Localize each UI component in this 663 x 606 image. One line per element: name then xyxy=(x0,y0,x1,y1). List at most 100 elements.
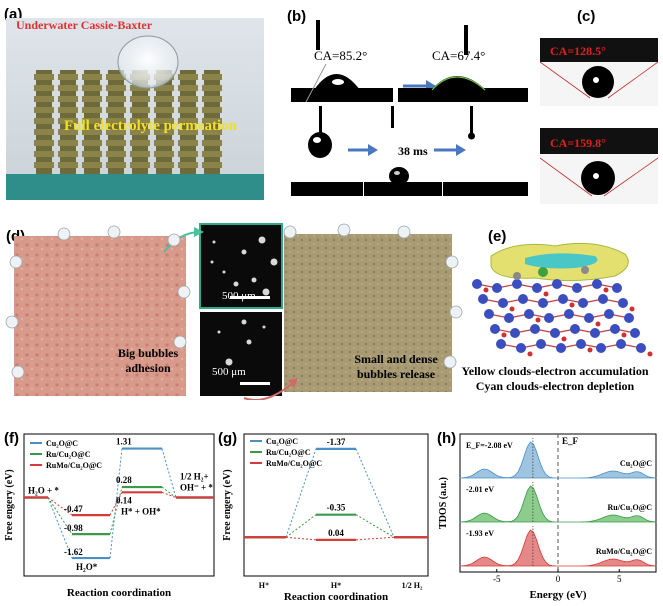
o-atom xyxy=(647,351,653,357)
nanorod-scale xyxy=(202,85,222,91)
cu-atom xyxy=(538,298,548,308)
sem-bubble xyxy=(270,258,278,266)
nanorod-scale xyxy=(130,107,150,113)
nanorod-scale xyxy=(154,85,174,91)
transition-line xyxy=(109,492,123,516)
legend-entry: Ru/Cu₂O@C xyxy=(266,448,311,457)
cu-atom xyxy=(572,283,582,293)
o-atom xyxy=(595,321,601,327)
nanorod-scale xyxy=(154,151,174,157)
contact-angle-1: CA=85.2° xyxy=(314,48,368,63)
nanorod-scale xyxy=(202,162,222,168)
state-label: OH⁻ + * xyxy=(180,483,213,493)
sem-bubble xyxy=(258,236,266,244)
nanorod-scale xyxy=(130,96,150,102)
x-tick-label: 5 xyxy=(617,574,622,584)
energy-value-label: -0.98 xyxy=(64,523,83,533)
sem-bubble xyxy=(212,240,216,244)
x-tick-label: 1/2 H₂ xyxy=(402,581,423,590)
cu-atom xyxy=(490,324,500,334)
bubble xyxy=(57,227,71,241)
nanorod-scale xyxy=(58,118,78,124)
cu-atom xyxy=(510,328,520,338)
panel-label-g: (g) xyxy=(218,430,238,447)
contact-angle-4: CA=159.8° xyxy=(550,136,606,150)
nanorod-scale xyxy=(82,151,102,157)
cu-atom xyxy=(590,328,600,338)
nanorod-scale xyxy=(34,140,54,146)
atom-lattice xyxy=(472,266,653,357)
d-band-center-label: -1.93 eV xyxy=(466,529,494,538)
d-band-center-label: -2.01 eV xyxy=(466,485,494,494)
o-atom xyxy=(483,287,489,293)
panel-c-contact-angle-images xyxy=(539,38,659,204)
y-axis-label: Free engery (eV) xyxy=(222,469,233,540)
cu-atom xyxy=(592,279,602,289)
nanorod-scale xyxy=(82,74,102,80)
bubble xyxy=(443,355,457,369)
panel-a: Underwater Cassie-Baxter Full electrolyt… xyxy=(6,18,264,200)
nanorod-scale xyxy=(82,162,102,168)
energy-value-label: -0.47 xyxy=(64,504,83,514)
series-label: Ru/Cu₂O@C xyxy=(607,503,652,512)
bubble xyxy=(449,305,463,319)
big-bubbles-caption: Big bubbles adhesion xyxy=(106,346,190,376)
energy-value-label: 1.31 xyxy=(116,437,132,447)
series-label: RuMo/Cu₂O@C xyxy=(596,547,652,556)
energy-value-label: 0.28 xyxy=(116,475,132,485)
o-atom xyxy=(509,306,515,312)
scale-bar-bottom: 500 μm xyxy=(212,366,246,378)
cu-atom xyxy=(618,298,628,308)
x-tick-label: H* xyxy=(331,581,341,590)
sem-bubble xyxy=(262,288,270,296)
nanorod-scale xyxy=(202,151,222,157)
nanorod-scale xyxy=(58,151,78,157)
o-atom xyxy=(587,347,593,353)
plot-frame xyxy=(243,433,429,577)
nanorod-scale xyxy=(58,74,78,80)
nanorod-scale xyxy=(34,129,54,135)
nanorod-scale xyxy=(106,140,126,146)
legend-entry: RuMo/Cu₂O@C xyxy=(266,459,322,468)
cu-atom xyxy=(604,309,614,319)
nanorod-scale xyxy=(82,85,102,91)
cu-atom xyxy=(484,309,494,319)
x-tick-label: 0 xyxy=(556,574,561,584)
nanorod-scale xyxy=(154,162,174,168)
nanorod-scale xyxy=(178,140,198,146)
nanorod-scale xyxy=(202,96,222,102)
state-label: 1/2 H₂+ xyxy=(180,472,209,482)
sem-bubble xyxy=(241,249,247,255)
nanorod-scale xyxy=(106,162,126,168)
cu-atom xyxy=(530,324,540,334)
energy-value-label: 0.14 xyxy=(116,495,132,505)
o-atom xyxy=(621,332,627,338)
nanorod-scale xyxy=(106,107,126,113)
nanorod-scale xyxy=(34,96,54,102)
nanorod-scale xyxy=(130,85,150,91)
contact-angle-2: CA=67.4° xyxy=(432,48,486,63)
cu-atom xyxy=(478,294,488,304)
panel-e-structure xyxy=(472,242,653,357)
small-bubbles-line1: Small and dense xyxy=(354,352,438,366)
nanorod-scale xyxy=(178,151,198,157)
nanorod-scale xyxy=(34,107,54,113)
panel-b: CA=85.2° CA=67.4° 38 ms xyxy=(286,20,536,202)
energy-value-label: -0.35 xyxy=(327,503,346,513)
nanorod-scale xyxy=(106,129,126,135)
legend-entry: Ru/Cu₂O@C xyxy=(46,450,91,459)
y-axis-label: Free engery (eV) xyxy=(4,469,15,540)
nanorod-scale xyxy=(34,118,54,124)
series-label: Cu₂O@C xyxy=(620,459,652,468)
cu-atom xyxy=(516,343,526,353)
panel-d: 500 μm 500 μm Big bubbles adhesion Small… xyxy=(4,222,472,401)
transition-line xyxy=(161,448,177,498)
state-label: H* + OH* xyxy=(121,506,161,516)
cu-atom xyxy=(544,313,554,323)
sem-bubble xyxy=(241,319,247,325)
cu-atom xyxy=(636,343,646,353)
dos-area xyxy=(459,441,657,479)
transition-line xyxy=(285,536,317,541)
small-bubbles-line2: bubbles release xyxy=(356,367,436,381)
transition-line xyxy=(285,448,317,538)
